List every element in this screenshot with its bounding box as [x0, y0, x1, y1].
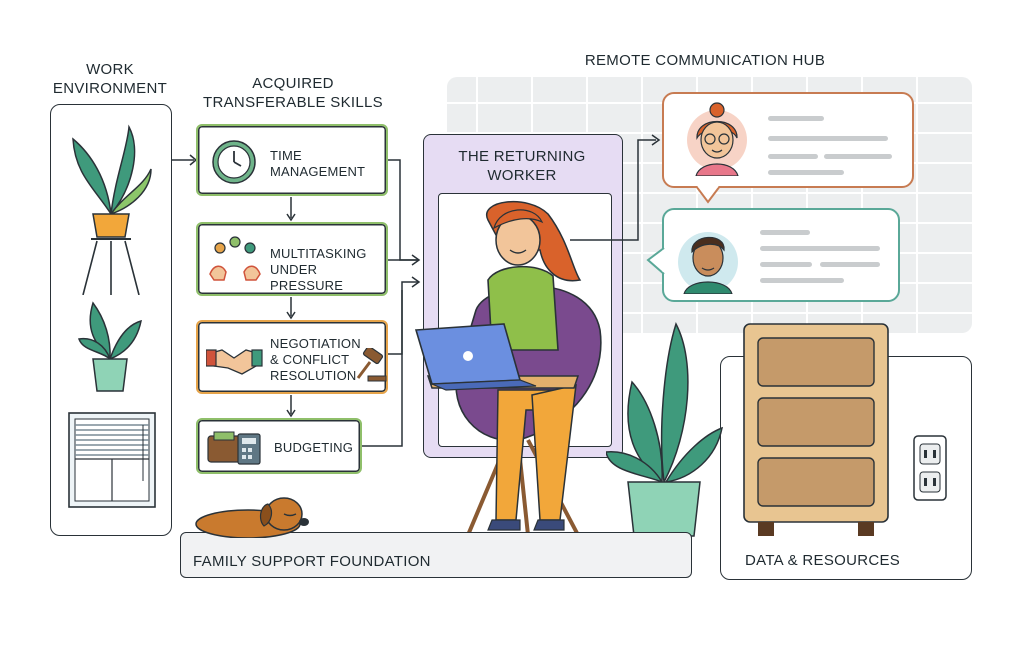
potted-plant-icon — [78, 301, 142, 392]
sleeping-dog-icon — [195, 497, 309, 538]
skills-connectors — [286, 159, 421, 447]
wallet-calculator-icon — [207, 431, 261, 465]
avatar-woman — [687, 102, 747, 176]
message-line — [760, 262, 812, 267]
skill-label: MULTITASKING UNDER PRESSURE — [270, 246, 367, 293]
skill-budgeting: BUDGETING — [196, 418, 362, 474]
message-line — [760, 246, 880, 251]
bubble-tail — [646, 248, 666, 275]
bubble-tail — [696, 186, 721, 204]
skill-label: TIME MANAGEMENT — [270, 148, 366, 179]
chat-bubble-colleague-woman — [662, 92, 914, 188]
returning-worker-title: THE RETURNING WORKER — [458, 148, 586, 184]
filing-cabinet-icon — [743, 323, 889, 536]
skill-negotiation: NEGOTIATION & CONFLICT RESOLUTION — [196, 320, 388, 394]
work-environment-panel — [50, 104, 172, 536]
handshake-gavel-icon — [206, 349, 263, 375]
returning-worker-illustration — [414, 200, 602, 536]
skill-time-management: TIME MANAGEMENT — [196, 124, 388, 196]
large-potted-plant-icon — [606, 322, 724, 537]
gavel-icon — [356, 348, 387, 382]
chat-bubble-colleague-man — [662, 208, 900, 302]
work-environment-title: WORK ENVIRONMENT — [52, 61, 168, 97]
message-line — [768, 136, 888, 141]
message-line — [760, 230, 810, 235]
skill-multitasking: MULTITASKING UNDER PRESSURE — [196, 222, 388, 296]
clock-icon — [212, 140, 256, 184]
message-line — [820, 262, 880, 267]
remote-hub-title: REMOTE COMMUNICATION HUB — [584, 52, 826, 69]
message-line — [768, 116, 824, 121]
juggling-hands-icon — [209, 236, 261, 281]
wall-outlet-icon — [913, 435, 947, 501]
message-line — [760, 278, 844, 283]
data-resources-label: DATA & RESOURCES — [745, 552, 901, 569]
acquired-skills-title: ACQUIRED TRANSFERABLE SKILLS — [203, 75, 383, 111]
avatar-man — [678, 232, 738, 294]
worker-to-hub-connectors — [570, 134, 661, 241]
message-line — [824, 154, 892, 159]
plant-on-stand-icon — [72, 124, 152, 295]
message-line — [768, 154, 818, 159]
skill-label: NEGOTIATION & CONFLICT RESOLUTION — [270, 336, 361, 383]
window-blinds-icon — [68, 412, 156, 508]
message-line — [768, 170, 844, 175]
family-support-platform: FAMILY SUPPORT FOUNDATION — [180, 532, 692, 578]
skill-label: BUDGETING — [274, 440, 354, 455]
family-support-label: FAMILY SUPPORT FOUNDATION — [193, 553, 431, 570]
